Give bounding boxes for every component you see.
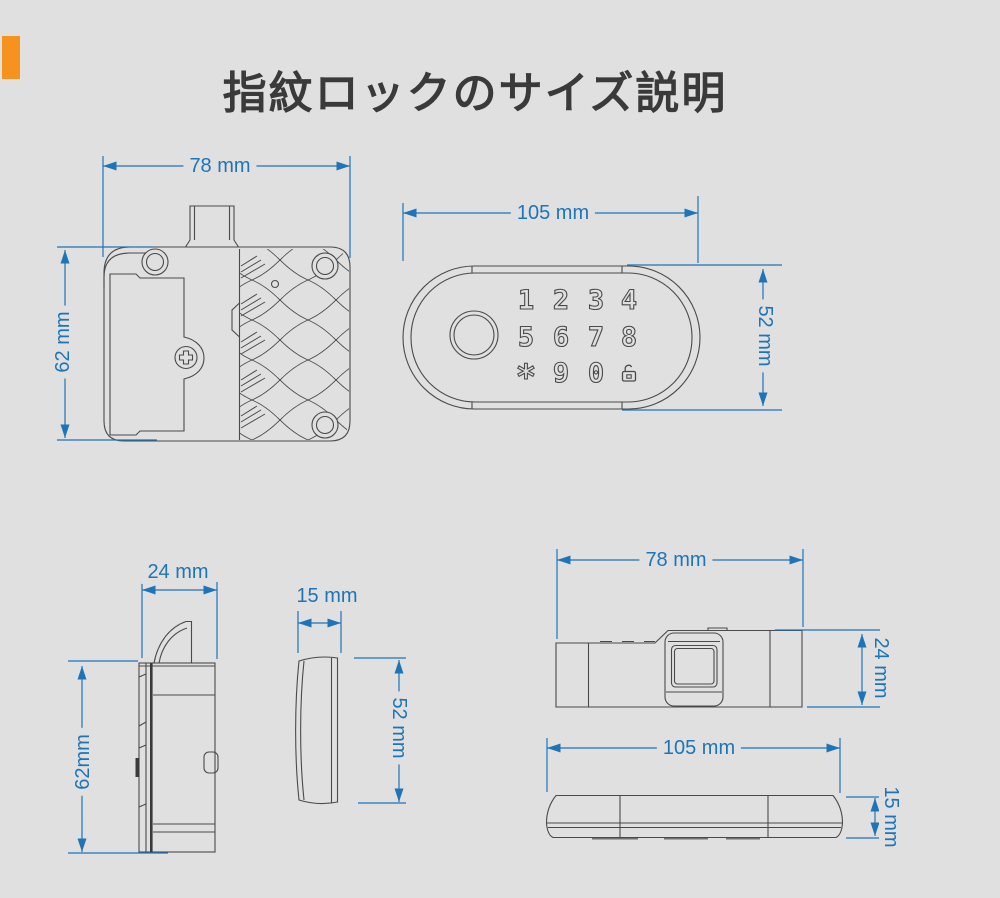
- dim-label-top-panel-height: 15 mm: [879, 780, 903, 854]
- top-panel-view-drawing: [545, 794, 844, 840]
- dim-label-back-height: 62 mm: [51, 305, 75, 379]
- dim-label-front-height: 52 mm: [753, 299, 777, 373]
- keypad-key-4: 4: [620, 284, 638, 316]
- page-title: 指紋ロックのサイズ説明: [222, 68, 728, 120]
- dim-label-top-panel-width: 105 mm: [656, 736, 742, 760]
- keypad-key-3: 3: [587, 284, 605, 316]
- keypad-key-6: 6: [552, 321, 570, 353]
- top-body-view-drawing: [555, 627, 803, 708]
- dim-label-side-height: 62mm: [71, 728, 95, 796]
- side-view-drawing: [135, 620, 219, 853]
- dimension-lines: [57, 156, 883, 854]
- dim-label-panel-height: 52 mm: [387, 691, 411, 765]
- keypad-key-0: 0: [587, 357, 605, 389]
- dim-label-back-width: 78 mm: [183, 154, 257, 178]
- dim-label-front-width: 105 mm: [510, 201, 596, 225]
- dim-label-top-body-height: 24 mm: [869, 631, 893, 705]
- dim-label-panel-width: 15 mm: [290, 584, 364, 608]
- front-view-drawing: [402, 265, 701, 410]
- keypad-key-8: 8: [620, 321, 638, 353]
- keypad-key-7: 7: [587, 321, 605, 353]
- panel-side-view-drawing: [295, 656, 339, 805]
- keypad-key-asterisk: *: [515, 357, 537, 398]
- unlock-icon: [621, 364, 637, 382]
- keypad-key-5: 5: [517, 321, 535, 353]
- dim-label-side-width: 24 mm: [141, 560, 215, 584]
- dim-label-top-body-width: 78 mm: [639, 548, 713, 572]
- back-view-drawing: [103, 205, 351, 442]
- keypad-key-1: 1: [517, 284, 535, 316]
- keypad-key-9: 9: [552, 357, 570, 389]
- keypad-key-2: 2: [552, 284, 570, 316]
- accent-bar: [2, 36, 20, 79]
